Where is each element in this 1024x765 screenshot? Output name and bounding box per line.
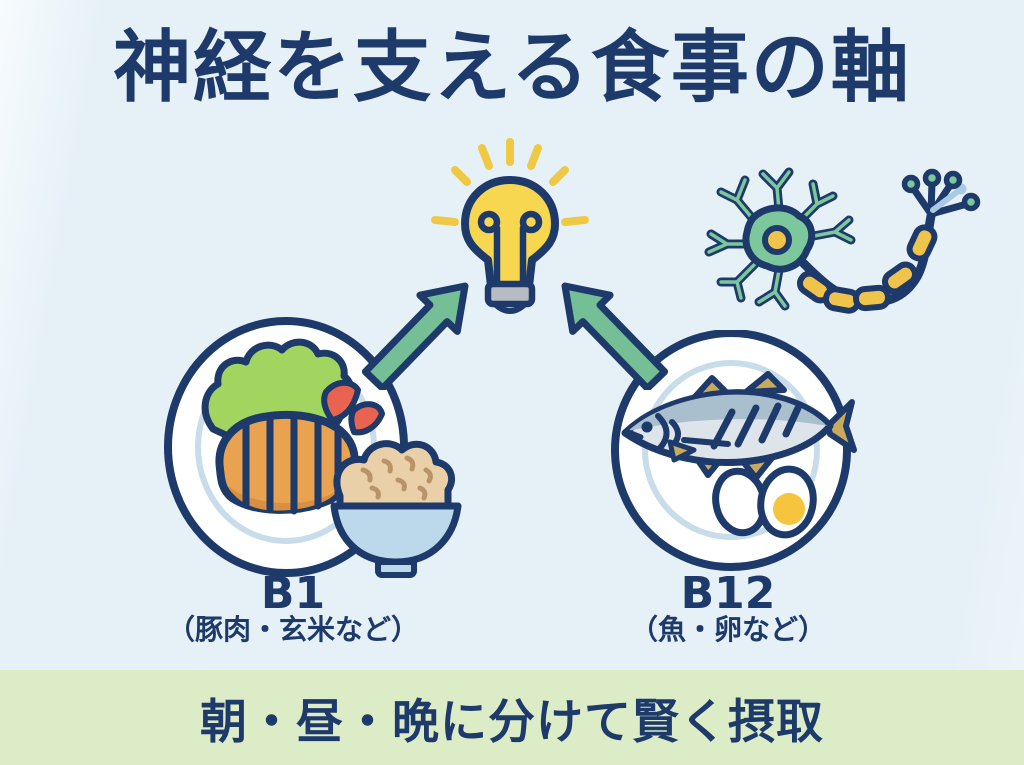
dendrites-core xyxy=(707,170,853,308)
b12-label: B12 xyxy=(680,568,776,619)
banner-text: 朝・昼・晩に分けて賢く摂取 xyxy=(200,695,824,750)
egg-yolk xyxy=(773,493,805,525)
bottom-banner: 朝・昼・晩に分けて賢く摂取 xyxy=(0,670,1024,765)
b1-label: B1 xyxy=(260,568,326,619)
bulb-glass xyxy=(461,176,559,290)
bulb-filament xyxy=(477,210,543,288)
fish-and-eggs-meal-plate-icon xyxy=(611,330,857,571)
neuron-icon xyxy=(704,167,981,314)
tomato-wedge xyxy=(321,379,361,423)
lightbulb-rays xyxy=(431,138,589,226)
b1-sublabel: （豚肉・玄米など） xyxy=(166,613,419,646)
arrow-up-left-icon xyxy=(561,282,668,390)
b12-sublabel: （魚・卵など） xyxy=(629,613,826,646)
lightbulb-icon xyxy=(431,138,589,314)
axon-terminals xyxy=(909,178,971,218)
fish-pectoral-fin xyxy=(667,439,697,463)
myelin-sheath xyxy=(796,224,938,314)
cutlet-stripes xyxy=(242,411,342,515)
nucleus xyxy=(762,225,792,255)
rice-grains xyxy=(360,455,433,501)
terminal-tips xyxy=(901,168,981,212)
pork-cutlet-meal-plate-icon xyxy=(164,317,462,578)
plate-inner-rim xyxy=(642,360,820,540)
tomato-wedge xyxy=(348,401,385,436)
pork-cutlet-shadow xyxy=(228,486,338,511)
page-title: 神経を支える食事の軸 xyxy=(113,23,911,113)
terminal-accent xyxy=(930,189,960,213)
fish-stripes xyxy=(710,402,802,450)
fish-lateral-line xyxy=(681,437,731,447)
fish-eye xyxy=(641,421,653,433)
bulb-tip xyxy=(492,301,528,314)
fish-mouth xyxy=(623,428,644,440)
arrow-up-right-icon xyxy=(362,282,469,390)
rice-bowl-foot xyxy=(375,559,417,578)
